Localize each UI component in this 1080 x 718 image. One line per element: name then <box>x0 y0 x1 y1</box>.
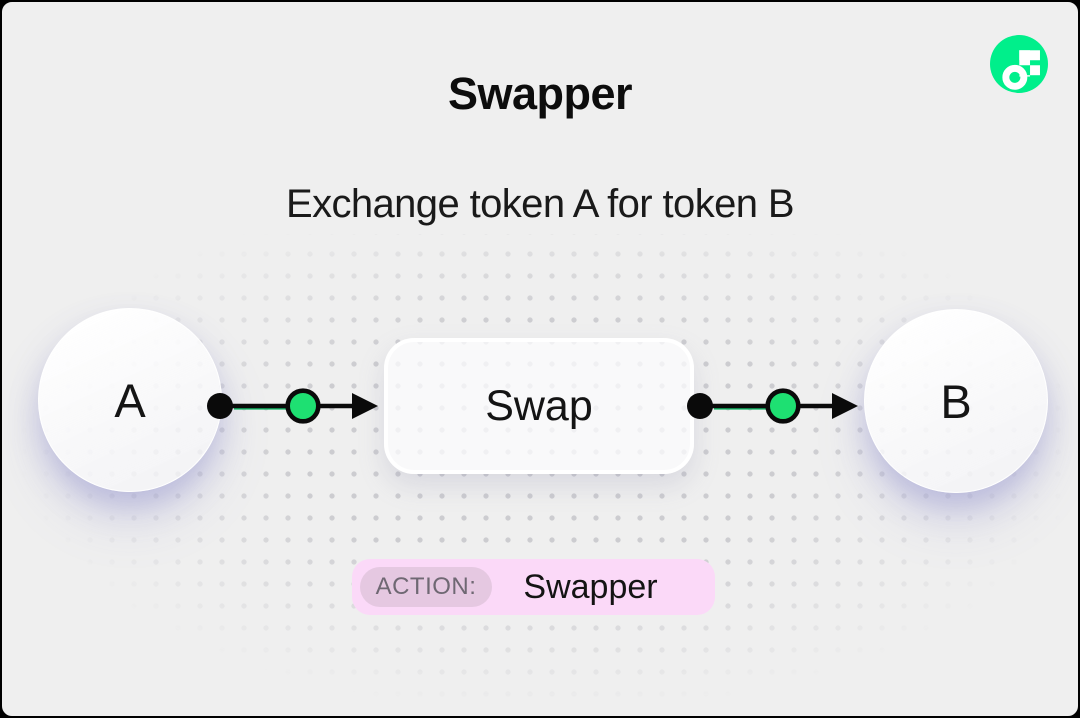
connector-swap-to-b <box>687 388 858 424</box>
swap-node: Swap <box>384 338 694 474</box>
token-b-node: B <box>864 309 1048 493</box>
action-badge-value: Swapper <box>523 567 658 606</box>
connector-start-dot <box>687 393 713 419</box>
page-title: Swapper <box>447 68 633 119</box>
token-b-label: B <box>940 374 972 428</box>
arrowhead-icon <box>352 393 378 419</box>
swap-label: Swap <box>485 381 593 430</box>
action-badge: ACTION: Swapper <box>352 559 715 615</box>
connector-start-dot <box>207 393 233 419</box>
token-a-label: A <box>114 373 146 427</box>
action-badge-prefix: ACTION: <box>360 567 492 607</box>
connector-a-to-swap <box>207 388 378 424</box>
page-subtitle: Exchange token A for token B <box>285 182 795 226</box>
flow-logo-icon <box>990 35 1048 93</box>
token-transfer-circle-icon <box>285 388 321 424</box>
token-a-node: A <box>38 308 222 492</box>
token-transfer-circle-icon <box>765 388 801 424</box>
arrowhead-icon <box>832 393 858 419</box>
